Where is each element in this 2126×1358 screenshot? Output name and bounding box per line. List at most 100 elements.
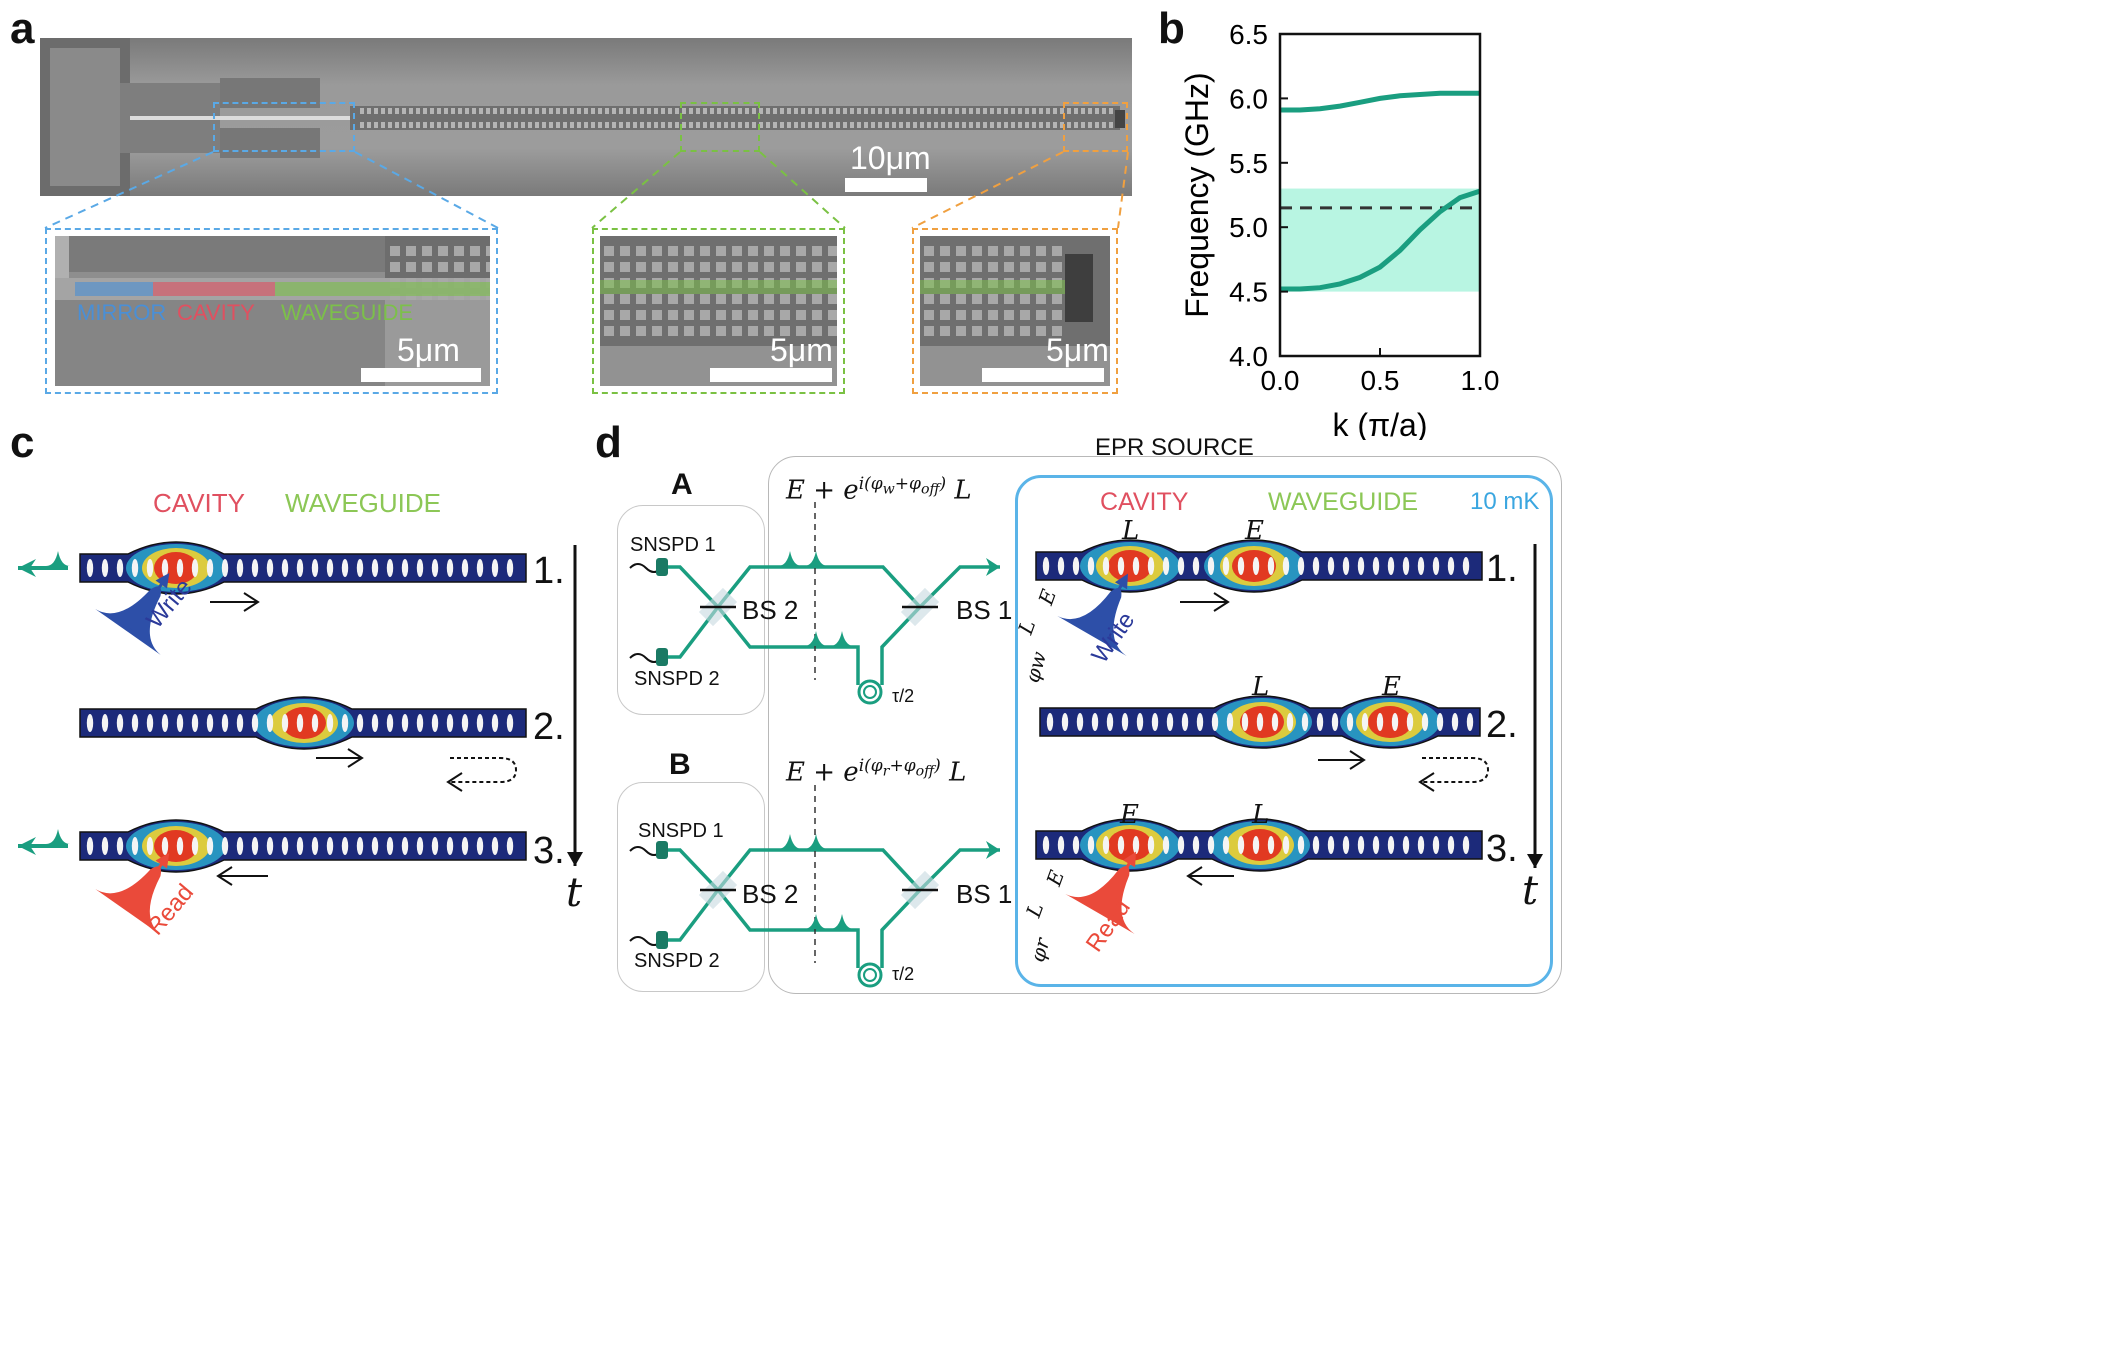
- snspd2-a: SNSPD 2: [634, 668, 720, 690]
- y-tick-label: 4.5: [1229, 277, 1268, 308]
- c-cavity-label: CAVITY: [153, 488, 245, 518]
- label-waveguide-sem: WAVEGUIDE: [281, 300, 414, 325]
- y-tick-label: 5.0: [1229, 212, 1268, 243]
- interferometer-a-pulse-upper-2: [804, 551, 828, 566]
- beam-c-3: [79, 819, 527, 873]
- beam-c-2: [79, 696, 527, 750]
- d2-E: E: [1382, 672, 1401, 702]
- c-time-label: t: [566, 870, 583, 916]
- zoom-panel-orange: [912, 228, 1118, 394]
- d1-L: L: [1122, 516, 1140, 546]
- zoom-panel-blue: [45, 228, 498, 394]
- bs2-b: BS 2: [742, 879, 799, 909]
- snspd2-b: SNSPD 2: [634, 950, 720, 972]
- d-step-1: 1.: [1486, 548, 1518, 590]
- sem-zoom-1: MIRROR CAVITY WAVEGUIDE 5μm: [55, 236, 490, 386]
- x-tick-label: 0.0: [1261, 365, 1300, 396]
- propagation-arrow-d-2: [1318, 750, 1366, 770]
- fridge-box: [1015, 475, 1553, 987]
- panel-c-drawing: [18, 541, 583, 935]
- detector-box-a: [617, 505, 765, 715]
- scale-label-zoom1: 5μm: [397, 332, 460, 368]
- scale-bar-zoom3: [982, 368, 1104, 382]
- d2-L: L: [1252, 672, 1270, 702]
- interferometer-a-pulse-upper-1: [778, 551, 802, 566]
- emitted-pulse-c-3: [46, 829, 70, 844]
- part-a-label: A: [671, 468, 693, 501]
- interferometer-b: [629, 785, 1000, 988]
- panel-d-drawing: [629, 502, 1543, 988]
- panel-letter-d: d: [595, 418, 622, 467]
- bs2-a: BS 2: [742, 595, 799, 625]
- formula-b: E + ei(φr+φoff) L: [786, 756, 967, 788]
- d-time-label: t: [1522, 868, 1539, 914]
- emitted-pulse-c-1: [46, 551, 70, 566]
- propagation-arrow-c-2: [316, 748, 364, 768]
- c-step-2: 2.: [533, 706, 565, 748]
- propagation-arrow-d-1: [1180, 592, 1230, 612]
- emission-arrow-c-1: [18, 559, 68, 577]
- x-tick-label: 0.5: [1361, 365, 1400, 396]
- y-tick-label: 6.0: [1229, 83, 1268, 114]
- y-axis-label: Frequency (GHz): [1179, 72, 1215, 317]
- bs1-b: BS 1: [956, 879, 1013, 909]
- d-waveguide-label: WAVEGUIDE: [1268, 488, 1419, 516]
- label-mirror: MIRROR: [77, 300, 167, 325]
- interferometer-a-pulse-lower-1: [804, 631, 828, 646]
- beam-d-2: [1039, 695, 1481, 749]
- scale-label-zoom2: 5μm: [770, 332, 833, 368]
- scale-bar-main: [845, 178, 927, 192]
- zoom-panel-green: [592, 228, 845, 394]
- d-step-2: 2.: [1486, 704, 1518, 746]
- sem-zoom-2: 5μm: [600, 236, 837, 386]
- y-tick-label: 5.5: [1229, 148, 1268, 179]
- return-arrow-d-2: [1418, 757, 1490, 792]
- c-step-1: 1.: [533, 550, 565, 592]
- propagation-arrow-c-3: [216, 866, 268, 886]
- scale-bar-zoom1: [361, 368, 481, 382]
- label-cavity-sem: CAVITY: [177, 300, 255, 325]
- propagation-arrow-c-1: [210, 592, 260, 612]
- sem-zoom-3: 5μm: [920, 236, 1110, 386]
- y-tick-label: 6.5: [1229, 20, 1268, 50]
- epr-source-box: [768, 456, 1562, 994]
- c-step-3: 3.: [533, 830, 565, 872]
- d-cavity-label: CAVITY: [1100, 488, 1189, 516]
- read-pulse-c: [95, 853, 170, 935]
- delay-b: τ/2: [892, 964, 915, 984]
- beam-d-1: [1035, 539, 1483, 593]
- x-axis-label: k (π/a): [1333, 407, 1428, 440]
- temp-label: 10 mK: [1470, 488, 1540, 515]
- write-pulse-c: [95, 573, 170, 655]
- emission-arrow-c-3: [18, 837, 68, 855]
- interferometer-b-pulse-lower-2: [830, 914, 854, 929]
- d3-E: E: [1120, 800, 1139, 830]
- write-pulse-d: [1057, 573, 1128, 656]
- panel-letter-c: c: [10, 418, 35, 467]
- interferometer-b-pulse-lower-1: [804, 914, 828, 929]
- snspd1-a: SNSPD 1: [630, 534, 716, 556]
- propagation-arrow-d-3: [1186, 866, 1234, 886]
- part-b-label: B: [669, 748, 691, 781]
- panel-letter-b: b: [1158, 4, 1185, 53]
- zoom-connectors: [44, 151, 1129, 229]
- zoom-box-green: [680, 102, 760, 152]
- scale-label-zoom3: 5μm: [1046, 332, 1109, 368]
- interferometer-b-pulse-upper-1: [778, 834, 802, 849]
- bs1-a: BS 1: [956, 595, 1013, 625]
- interferometer-a-pulse-lower-2: [830, 631, 854, 646]
- zoom-box-blue: [213, 102, 355, 152]
- beam-d-3: [1035, 818, 1483, 872]
- read-pulse-d: [1065, 851, 1136, 934]
- scale-label-main: 10μm: [850, 140, 931, 176]
- band-series-2: [1280, 188, 1481, 292]
- delay-a: τ/2: [892, 686, 915, 706]
- return-arrow-c-2: [446, 757, 518, 792]
- snspd1-b: SNSPD 1: [638, 820, 724, 842]
- time-arrow-c: [567, 545, 583, 866]
- panel-letter-a: a: [10, 4, 35, 53]
- interferometer-a: [629, 502, 1000, 705]
- detector-box-b: [617, 782, 765, 992]
- d1-E: E: [1245, 516, 1264, 546]
